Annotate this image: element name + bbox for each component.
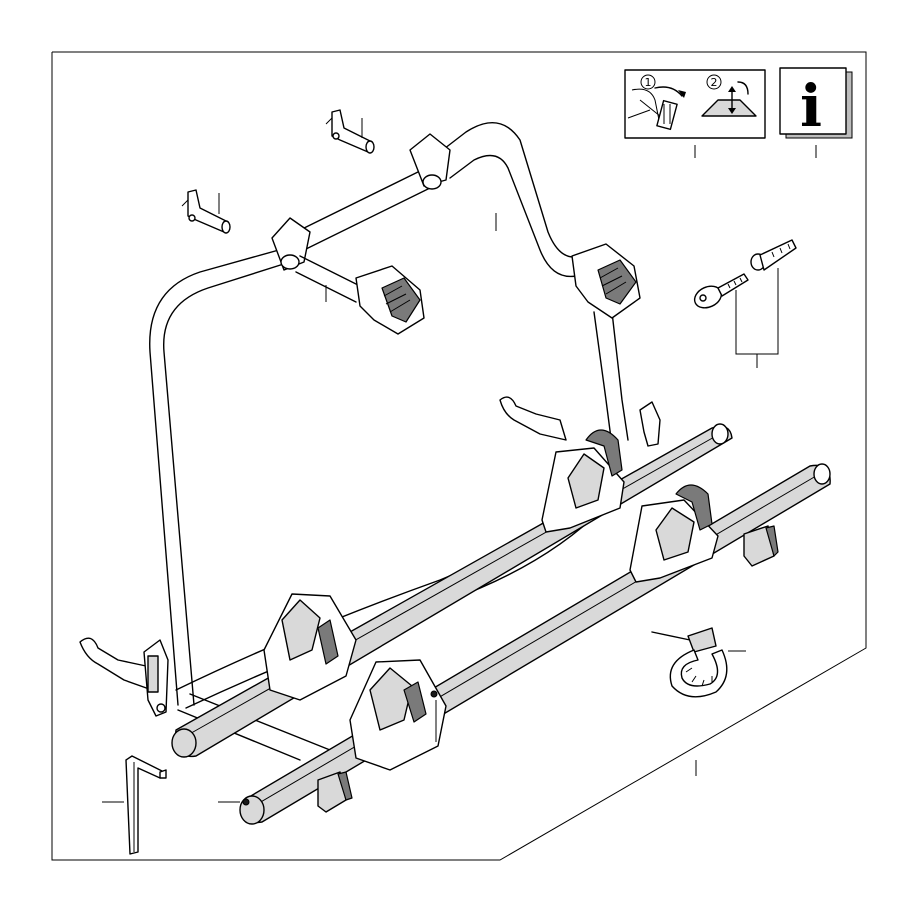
info-symbol: i xyxy=(800,72,822,140)
tube-connector-right xyxy=(409,133,451,190)
frame-arm-holder-right[interactable] xyxy=(571,243,641,319)
wheel-cradle-front-left[interactable] xyxy=(349,659,447,771)
install-step-2-number: 2 xyxy=(711,76,718,89)
support-frame[interactable] xyxy=(149,122,629,706)
rail-clamp-front xyxy=(317,771,353,813)
wheel-cradle-rear-right[interactable] xyxy=(541,429,625,533)
rail-clamp-right xyxy=(743,525,779,567)
frame-arm-holder-left[interactable] xyxy=(295,255,425,335)
wheel-strap[interactable] xyxy=(651,627,728,698)
allen-key[interactable] xyxy=(125,755,167,855)
wheel-cradle-front-right[interactable] xyxy=(629,484,719,583)
install-step-1-number: 1 xyxy=(645,76,652,89)
key[interactable] xyxy=(691,273,749,312)
wheel-cradle-rear-left[interactable] xyxy=(263,593,357,701)
clamp-pin-lower[interactable] xyxy=(181,189,231,234)
diagram-frame xyxy=(51,51,867,861)
tube-connector-left xyxy=(271,217,311,271)
info-icon[interactable]: i xyxy=(779,67,853,140)
installation-instructions-icon[interactable]: 1 2 xyxy=(624,69,766,139)
lock-cylinder[interactable] xyxy=(750,239,797,271)
mounting-hook-right[interactable] xyxy=(499,396,661,447)
clamp-pin-upper[interactable] xyxy=(325,109,375,154)
mounting-hook-left[interactable] xyxy=(79,637,169,717)
